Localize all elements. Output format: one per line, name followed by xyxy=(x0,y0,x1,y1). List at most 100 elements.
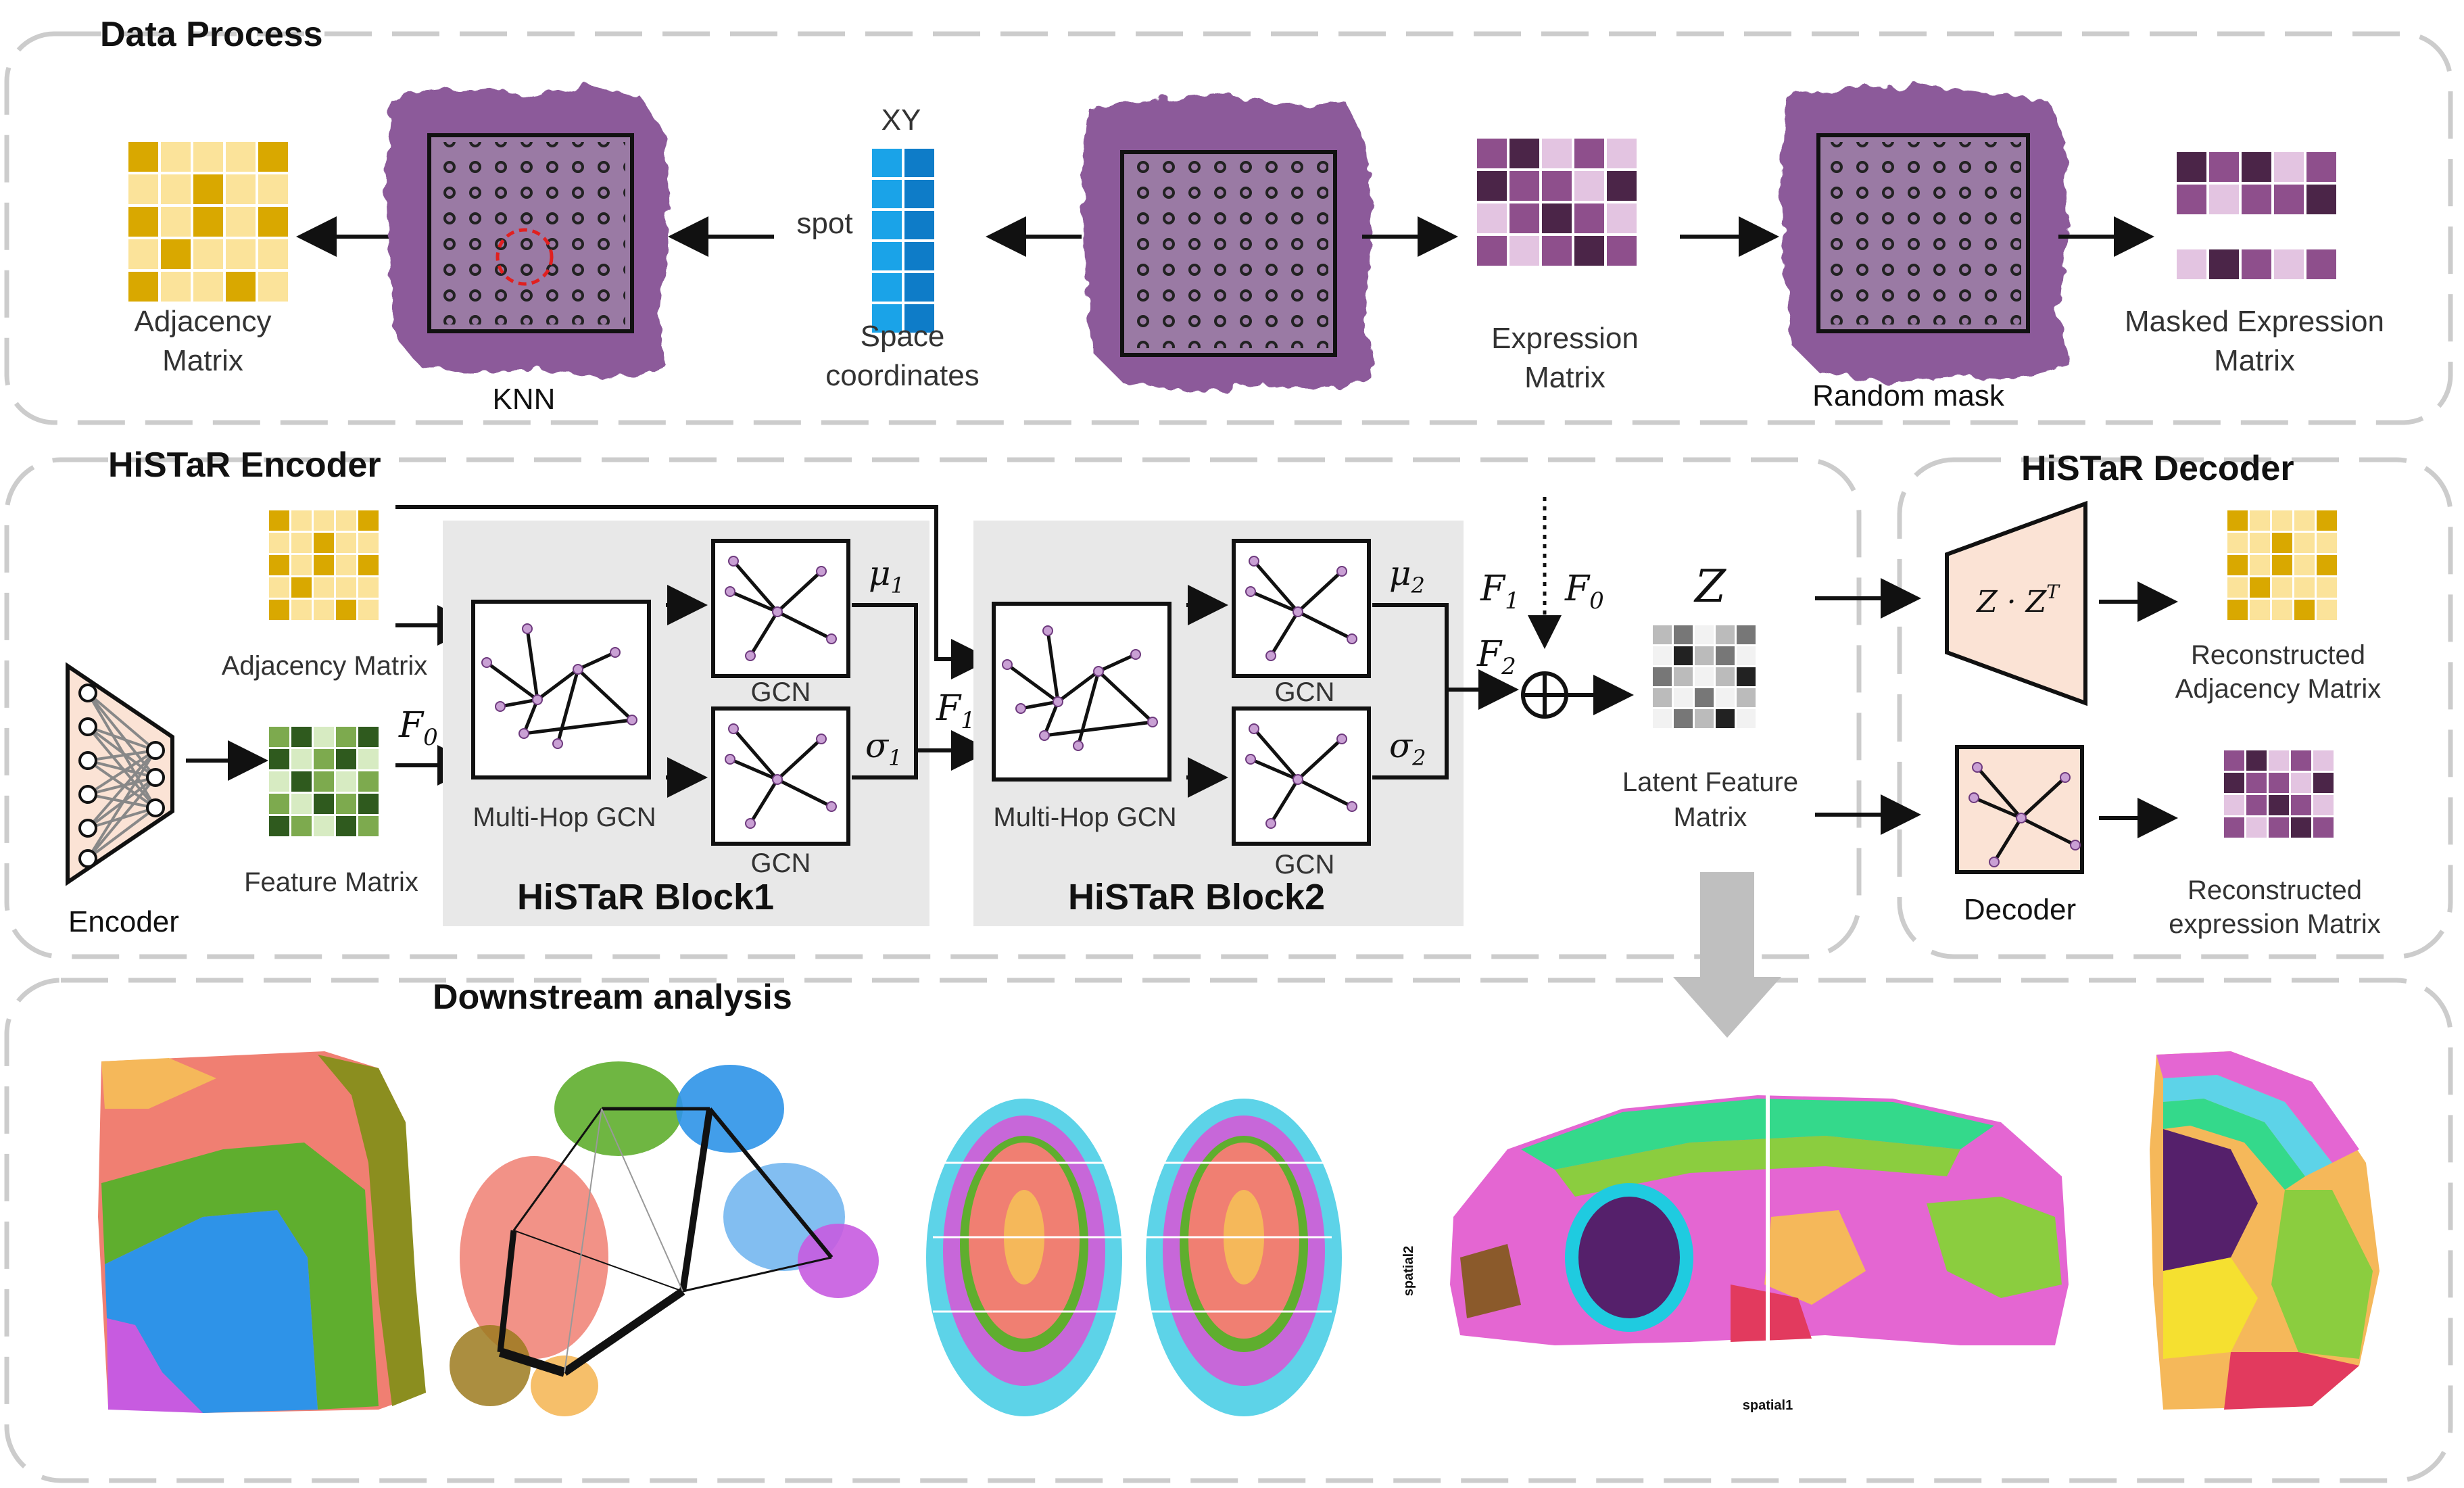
adjacency-cell xyxy=(226,142,256,172)
feature-cell xyxy=(291,794,312,814)
masked-cell xyxy=(2274,185,2304,214)
block2-gcn-bottom-label: GCN xyxy=(1275,850,1335,880)
downstream-panel-cortex-layers xyxy=(98,1051,426,1413)
feature-cell xyxy=(358,727,379,747)
latent-cell xyxy=(1695,646,1714,665)
adjacency-cell xyxy=(269,533,289,553)
block2-multihop-box xyxy=(992,602,1171,782)
f0-dotted-label: F0 xyxy=(1564,569,1604,615)
expression-cell xyxy=(1607,236,1637,266)
adjacency-cell xyxy=(258,239,288,269)
masked-cell xyxy=(2177,185,2206,214)
recon-expr-label-2: expression Matrix xyxy=(2169,909,2380,939)
expression-cell xyxy=(1477,203,1507,233)
adjacency-cell xyxy=(2317,533,2337,553)
feature-cell xyxy=(269,749,289,769)
expression-cell xyxy=(2291,795,2311,815)
feature-matrix-label: Feature Matrix xyxy=(244,867,418,897)
feature-cell xyxy=(336,727,356,747)
latent-cell xyxy=(1716,625,1735,644)
adjacency-cell xyxy=(161,239,191,269)
adjacency-cell xyxy=(128,239,158,269)
masked-cell xyxy=(2209,249,2239,279)
feature-cell xyxy=(291,816,312,836)
adjacency-cell xyxy=(2317,600,2337,620)
latent-cell xyxy=(1716,646,1735,665)
expression-cell xyxy=(2313,773,2334,793)
adjacency-matrix-grid xyxy=(128,142,288,302)
adjacency-cell xyxy=(291,600,312,620)
latent-cell xyxy=(1737,625,1756,644)
adjacency-cell xyxy=(128,142,158,172)
adjacency-cell xyxy=(193,174,223,204)
feature-cell xyxy=(314,771,334,792)
encoder-adjacency-grid xyxy=(269,510,379,620)
expression-cell xyxy=(2224,773,2244,793)
feature-cell xyxy=(336,816,356,836)
section-title-downstream: Downstream analysis xyxy=(433,978,792,1017)
masked-cell xyxy=(2242,249,2271,279)
expression-cell xyxy=(2269,795,2289,815)
adjacency-cell xyxy=(193,207,223,237)
latent-label-1: Latent Feature xyxy=(1622,767,1798,797)
masked-cell xyxy=(2306,249,2336,279)
latent-cell xyxy=(1737,688,1756,707)
adjacency-cell xyxy=(269,555,289,575)
adjacency-cell xyxy=(2250,577,2270,598)
latent-cell xyxy=(1653,688,1672,707)
latent-cell xyxy=(1716,709,1735,728)
block1-multihop-label: Multi-Hop GCN xyxy=(473,802,656,832)
adjacency-cell xyxy=(2227,600,2248,620)
expression-cell xyxy=(1542,171,1572,201)
adjacency-cell xyxy=(2294,510,2315,531)
spot-label: spot xyxy=(796,207,852,240)
decoder-frame xyxy=(1897,457,2453,959)
mu2-label: μ2 xyxy=(1389,554,1425,598)
adjacency-cell xyxy=(2294,600,2315,620)
reconstructed-adjacency-grid xyxy=(2227,510,2337,620)
expression-cell xyxy=(1542,139,1572,168)
expression-cell xyxy=(2269,817,2289,838)
adjacency-cell xyxy=(2227,555,2248,575)
adjacency-cell xyxy=(2317,510,2337,531)
adjacency-cell xyxy=(2272,533,2292,553)
feature-cell xyxy=(291,749,312,769)
adjacency-cell xyxy=(358,600,379,620)
adjacency-cell xyxy=(193,142,223,172)
adjacency-cell xyxy=(2227,577,2248,598)
masked-expression-grid xyxy=(2177,152,2336,279)
expression-label-1: Expression xyxy=(1491,322,1639,355)
adjacency-cell xyxy=(314,577,334,598)
mu1-label: μ1 xyxy=(869,554,904,598)
adjacency-cell xyxy=(291,555,312,575)
masked-cell xyxy=(2306,185,2336,214)
decoder-label: Decoder xyxy=(1964,893,2076,926)
latent-feature-grid xyxy=(1653,625,1756,728)
adjacency-cell xyxy=(269,510,289,531)
expression-cell xyxy=(1509,139,1539,168)
masked-cell xyxy=(2209,185,2239,214)
space-cell xyxy=(872,304,902,333)
feature-cell xyxy=(314,816,334,836)
space-cell xyxy=(872,242,902,270)
adjacency-cell xyxy=(2250,533,2270,553)
sigma1-label: σ1 xyxy=(865,726,902,771)
adjacency-cell xyxy=(336,555,356,575)
feature-cell xyxy=(358,771,379,792)
adjacency-cell xyxy=(2272,510,2292,531)
adjacency-cell xyxy=(2272,555,2292,575)
expression-cell xyxy=(2224,750,2244,771)
downstream-panel-coronal xyxy=(2150,1051,2380,1410)
adjacency-cell xyxy=(2294,577,2315,598)
feature-cell xyxy=(314,794,334,814)
space-cell xyxy=(872,273,902,302)
latent-cell xyxy=(1737,646,1756,665)
adjacency-cell xyxy=(128,174,158,204)
encoder-label: Encoder xyxy=(68,905,179,938)
adjacency-cell xyxy=(2250,510,2270,531)
latent-cell xyxy=(1716,688,1735,707)
feature-cell xyxy=(358,749,379,769)
adjacency-cell xyxy=(226,239,256,269)
space-label-2: coordinates xyxy=(825,359,979,392)
